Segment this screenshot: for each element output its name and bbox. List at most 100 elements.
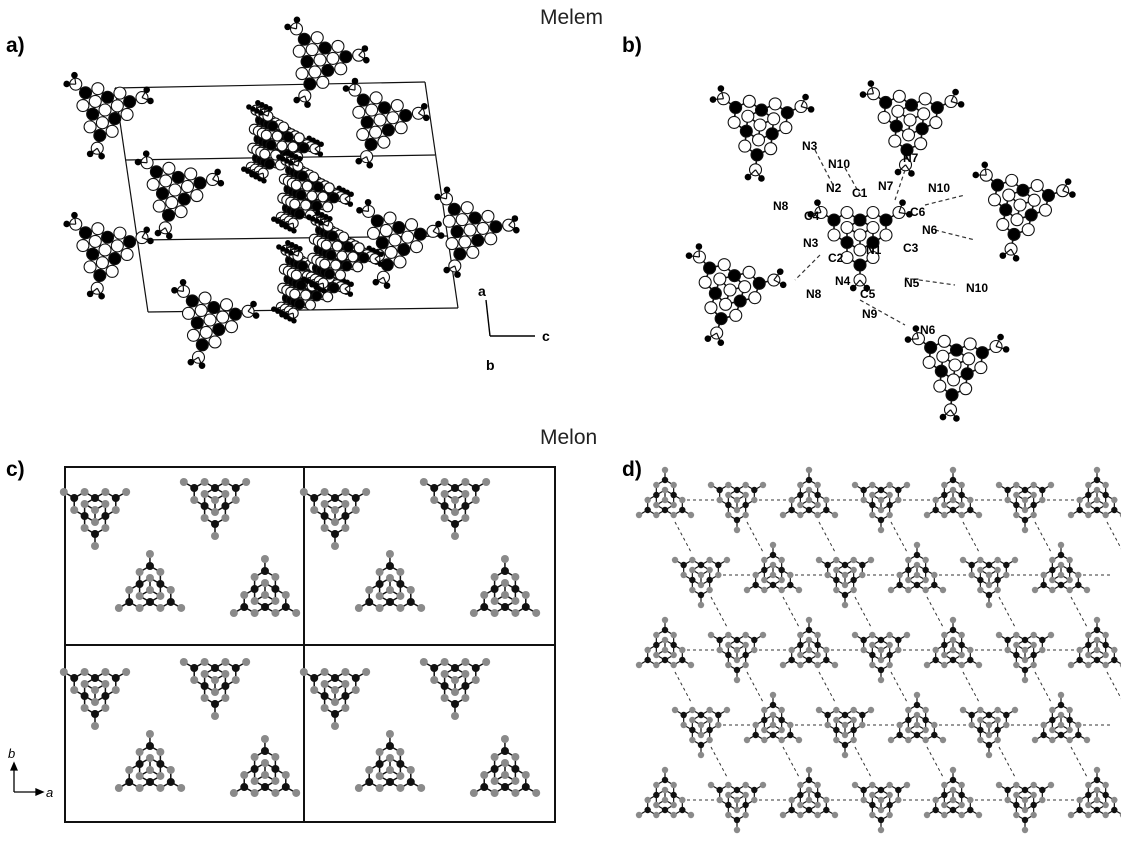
atom [788,506,795,514]
atom [725,491,732,499]
atom [670,501,677,509]
atom [312,181,324,193]
atom [369,91,383,105]
atom [823,656,830,664]
atom [958,651,965,659]
atom [697,731,705,739]
atom [397,242,411,257]
atom [413,227,427,241]
h-atom [318,141,324,147]
atom [697,571,705,579]
atom [716,636,723,644]
atom [83,260,97,274]
atom [725,791,732,799]
atom [318,41,332,55]
atom [392,221,406,235]
atom [967,496,974,504]
atom [697,711,705,719]
atom [697,741,705,749]
atom [985,601,993,609]
atom [152,199,166,213]
h-atom [86,150,94,158]
atom [886,791,893,799]
atom [814,631,821,639]
atom [751,646,758,654]
atom [1093,776,1101,784]
atom [877,786,885,794]
atom [1102,501,1109,509]
atom [707,631,715,639]
atom [687,511,695,519]
atom [110,239,124,253]
h-atom [511,215,519,222]
atom [661,806,669,814]
atom [1093,806,1101,814]
atom [751,636,758,644]
atom [733,676,741,684]
atom [975,811,983,819]
atom [653,791,660,799]
atom [869,781,876,789]
atom [896,721,903,729]
atom [896,731,903,739]
atom [824,561,831,569]
atom [689,556,696,564]
atom [995,631,1003,639]
atom [322,201,334,213]
atom [1003,561,1010,569]
atom [877,516,885,524]
atom [1030,781,1037,789]
hydrogen-bond [998,746,1016,778]
atom [824,571,831,579]
atom [931,731,938,739]
atom [1085,641,1092,649]
atom [105,124,119,138]
atom [913,691,921,699]
atom [778,586,785,594]
atom [769,581,777,589]
atom [742,501,749,509]
atom [1076,506,1083,514]
atom [370,214,384,228]
atom [733,636,741,644]
atom [869,651,876,659]
atom [186,328,201,342]
atom [679,646,686,654]
melon-heptazine [671,706,731,759]
atom [833,566,840,574]
atom [903,781,911,789]
atom [824,721,831,729]
atom [1047,631,1055,639]
atom [850,716,857,724]
h-atom [217,179,225,187]
atom [1004,786,1011,794]
atom [481,209,495,223]
atom [797,631,804,639]
atom [905,556,912,564]
atom [1093,646,1101,654]
atom [814,651,821,659]
atom [725,501,732,509]
h-atom [71,71,78,79]
atom [707,481,715,489]
atom [716,786,723,794]
atom [697,601,705,609]
atom [761,726,768,734]
atom [823,796,830,804]
atom [761,576,768,584]
atom [635,511,643,519]
atom [715,561,722,569]
atom [203,313,217,327]
atom [905,706,912,714]
atom [317,191,329,203]
atom [1085,491,1092,499]
atom [670,661,677,669]
atom [644,796,651,804]
atom [941,811,948,819]
atom [949,506,957,514]
h-atom [250,300,257,308]
atom [932,796,939,804]
atom [958,661,965,669]
atom [787,571,794,579]
